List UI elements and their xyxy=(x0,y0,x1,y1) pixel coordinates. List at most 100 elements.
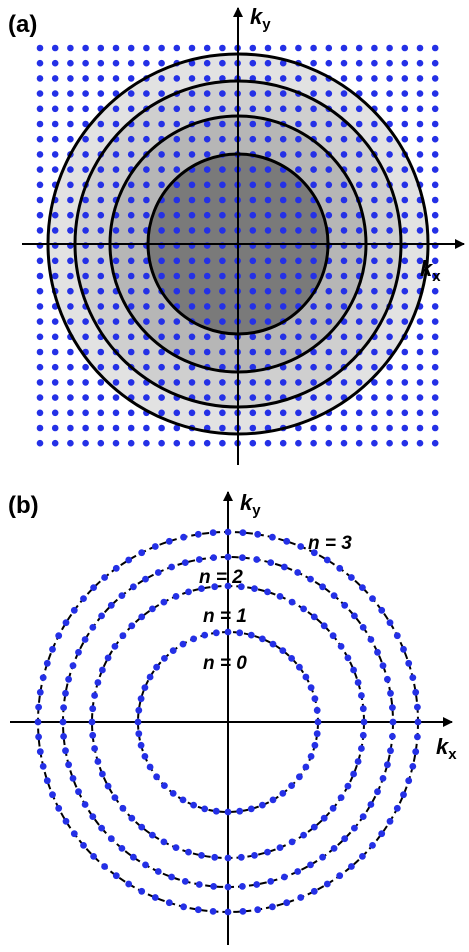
lattice-point xyxy=(97,75,105,82)
lattice-point xyxy=(279,409,287,417)
lattice-point xyxy=(371,211,378,219)
lattice-point xyxy=(264,59,272,67)
level-3-point xyxy=(336,564,344,572)
lattice-point xyxy=(325,196,333,204)
level-label-2: n = 2 xyxy=(199,567,243,588)
lattice-point xyxy=(249,59,257,67)
level-3-point xyxy=(412,688,420,696)
level-1-point xyxy=(211,853,219,861)
lattice-point xyxy=(97,166,105,173)
level-1-point xyxy=(94,679,102,686)
lattice-point xyxy=(112,409,120,417)
level-0-point xyxy=(201,805,209,813)
lattice-point xyxy=(173,166,181,173)
level-0-point xyxy=(190,635,198,643)
level-1-point xyxy=(119,804,127,812)
level-1-point xyxy=(358,745,365,752)
lattice-point xyxy=(158,166,165,173)
lattice-point xyxy=(127,272,135,280)
lattice-point xyxy=(371,257,378,265)
lattice-point xyxy=(51,394,59,401)
level-0-point xyxy=(135,730,143,738)
lattice-point xyxy=(416,439,424,447)
level-3-point xyxy=(194,530,202,538)
level-2-point xyxy=(359,624,367,631)
lattice-point xyxy=(203,287,211,295)
level-2-point xyxy=(389,704,396,711)
level-1-point xyxy=(138,613,146,621)
lattice-point xyxy=(36,44,44,52)
lattice-point xyxy=(401,135,409,143)
lattice-point xyxy=(143,424,150,432)
lattice-point xyxy=(67,303,74,310)
lattice-point xyxy=(158,363,165,371)
lattice-point xyxy=(295,75,302,82)
level-2-point xyxy=(62,689,69,697)
level-2-point xyxy=(154,868,162,875)
lattice-point xyxy=(416,120,424,128)
level-3-point xyxy=(101,574,108,581)
lattice-point xyxy=(264,75,272,82)
lattice-point xyxy=(67,135,74,143)
level-2-point xyxy=(367,636,375,643)
lattice-point xyxy=(51,257,59,265)
lattice-point xyxy=(97,439,105,447)
lattice-point xyxy=(97,90,105,97)
lattice-point xyxy=(355,59,363,67)
lattice-point xyxy=(310,59,317,67)
lattice-point xyxy=(158,59,165,67)
level-2-point xyxy=(239,554,246,561)
lattice-point xyxy=(143,318,150,325)
lattice-point xyxy=(386,75,393,82)
lattice-point xyxy=(97,287,105,295)
lattice-point xyxy=(340,151,348,158)
lattice-point xyxy=(431,227,439,234)
lattice-point xyxy=(310,303,317,310)
lattice-point xyxy=(264,409,272,417)
lattice-point xyxy=(264,120,272,128)
lattice-point xyxy=(67,318,74,325)
level-label-3: n = 3 xyxy=(308,533,352,554)
level-0-point xyxy=(179,640,187,648)
level-3-point xyxy=(409,763,417,770)
lattice-point xyxy=(279,181,287,189)
lattice-point xyxy=(295,181,302,189)
lattice-point xyxy=(371,287,378,295)
lattice-point xyxy=(279,333,287,341)
lattice-point xyxy=(355,227,363,234)
lattice-point xyxy=(340,424,348,432)
lattice-point xyxy=(401,227,409,234)
lattice-point xyxy=(264,166,272,173)
lattice-point xyxy=(219,75,226,82)
lattice-point xyxy=(431,303,439,310)
lattice-point xyxy=(67,166,74,173)
lattice-point xyxy=(67,363,74,371)
lattice-point xyxy=(355,105,363,113)
level-3-point xyxy=(125,556,133,564)
level-1-point xyxy=(119,632,127,640)
level-3-point xyxy=(43,777,51,785)
level-1-point xyxy=(344,654,352,662)
lattice-point xyxy=(36,181,44,189)
lattice-point xyxy=(203,439,211,447)
level-1-point xyxy=(89,731,97,739)
level-0-point xyxy=(269,640,277,648)
level-2-point xyxy=(60,704,67,711)
lattice-point xyxy=(355,379,363,386)
lattice-point xyxy=(264,196,272,204)
lattice-point xyxy=(158,44,165,52)
lattice-points xyxy=(36,44,439,447)
lattice-point xyxy=(371,227,378,234)
lattice-point xyxy=(386,439,393,447)
lattice-point xyxy=(219,409,226,417)
level-3-point xyxy=(101,863,108,870)
lattice-point xyxy=(416,59,424,67)
lattice-point xyxy=(173,227,181,234)
lattice-point xyxy=(188,75,196,82)
lattice-point xyxy=(219,333,226,341)
lattice-point xyxy=(431,90,439,97)
level-3-point xyxy=(386,817,394,825)
lattice-point xyxy=(310,439,317,447)
level-3-point xyxy=(90,853,97,860)
lattice-point xyxy=(325,135,333,143)
